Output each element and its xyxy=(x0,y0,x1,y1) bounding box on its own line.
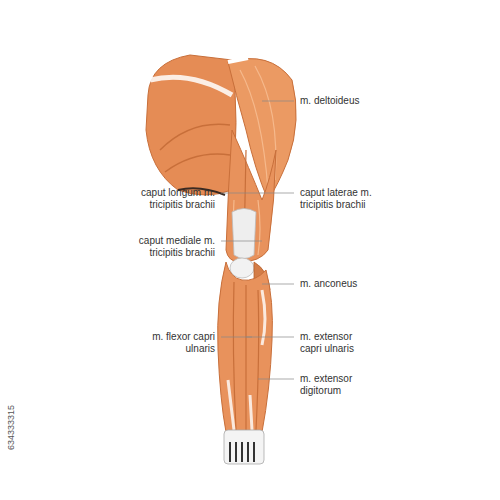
muscle-label: caput longum m. tricipitis brachii xyxy=(120,187,215,211)
watermark-id: 634333315 xyxy=(6,405,16,450)
muscle-label: caput laterae m. tricipitis brachii xyxy=(300,187,395,211)
muscle-label: caput mediale m. tricipitis brachii xyxy=(120,235,215,259)
muscle-label: m. extensor digitorum xyxy=(300,373,372,397)
muscle-label: m. anconeus xyxy=(300,278,420,290)
muscle-label: m. extensor capri ulnaris xyxy=(300,331,372,355)
muscle-label: m. flexor capri ulnaris xyxy=(143,331,215,355)
muscle-label: m. deltoideus xyxy=(300,95,420,107)
